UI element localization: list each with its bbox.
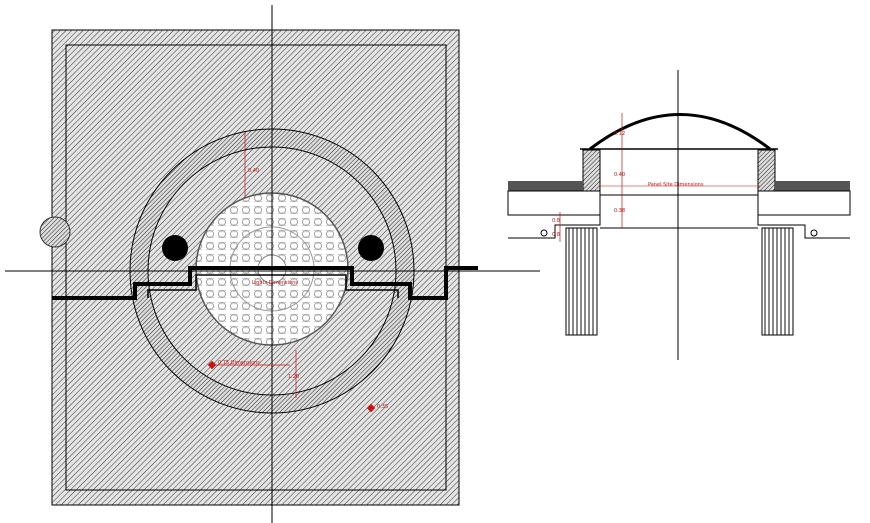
curb-left bbox=[582, 149, 601, 196]
bolt-right bbox=[810, 229, 818, 237]
column-marker bbox=[39, 216, 71, 248]
centre-note: Lights Dimensions bbox=[252, 280, 298, 286]
column-right bbox=[761, 227, 794, 336]
beam-left bbox=[508, 215, 601, 239]
section-inner-line bbox=[147, 274, 399, 298]
panel-note: Panel Site Dimensions bbox=[648, 182, 704, 188]
lower-note: 0.75 Dimensions bbox=[218, 360, 260, 366]
slab-left bbox=[507, 190, 601, 216]
beam-right bbox=[757, 215, 850, 239]
left-dim-a: 0.8 bbox=[552, 218, 560, 224]
left-dim-b: 0.8 bbox=[552, 232, 560, 238]
section-view: 0.12 0.40 0.38 Panel Site Dimensions 0.8… bbox=[507, 70, 851, 360]
lower-dim-label: 1.20 bbox=[288, 374, 299, 380]
dome-height-label: 0.12 bbox=[614, 131, 625, 137]
corner-marker bbox=[366, 403, 376, 413]
slab-right bbox=[757, 190, 851, 216]
section-profile-line bbox=[52, 266, 478, 300]
column-left bbox=[565, 227, 598, 336]
radius-label: 0.40 bbox=[248, 168, 259, 174]
bolt-left bbox=[540, 229, 548, 237]
lower-height-label: 0.38 bbox=[614, 208, 625, 214]
corner-note: 0.35 bbox=[377, 404, 388, 410]
dome bbox=[589, 113, 771, 151]
roof-finish-left bbox=[508, 181, 583, 191]
curb-right bbox=[757, 149, 776, 196]
light-fixture-right bbox=[358, 235, 384, 261]
upper-height-label: 0.40 bbox=[614, 172, 625, 178]
plan-view: 0.40 Lights Dimensions 0.75 Dimensions 1… bbox=[5, 5, 540, 523]
roof-finish-right bbox=[775, 181, 850, 191]
light-fixture-left bbox=[162, 235, 188, 261]
